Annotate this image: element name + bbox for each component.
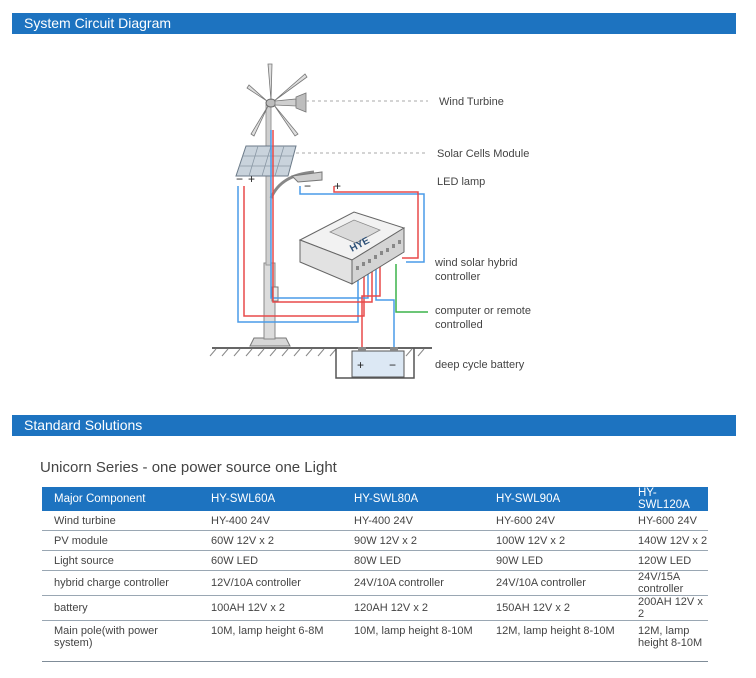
section-header-solutions: Standard Solutions bbox=[12, 415, 736, 436]
label-battery: deep cycle battery bbox=[435, 359, 525, 371]
panel-minus-sign: − bbox=[236, 172, 243, 186]
table-row: Light source 60W LED 80W LED 90W LED 120… bbox=[42, 550, 708, 571]
table-cell: hybrid charge controller bbox=[42, 570, 199, 596]
table-cell: 90W LED bbox=[484, 550, 626, 571]
table-header-row: Major Component HY-SWL60A HY-SWL80A HY-S… bbox=[42, 487, 708, 511]
solutions-table: Major Component HY-SWL60A HY-SWL80A HY-S… bbox=[42, 487, 708, 662]
label-led-lamp: LED lamp bbox=[437, 176, 485, 188]
table-row: PV module 60W 12V x 2 90W 12V x 2 100W 1… bbox=[42, 530, 708, 551]
table-cell: 12M, lamp height 8-10M bbox=[626, 620, 708, 662]
table-cell: HY-400 24V bbox=[342, 511, 484, 531]
label-wind-turbine: Wind Turbine bbox=[439, 96, 504, 108]
header-cell: Major Component bbox=[42, 487, 199, 511]
table-cell: 100W 12V x 2 bbox=[484, 530, 626, 551]
table-cell: 12M, lamp height 8-10M bbox=[484, 620, 626, 662]
table-cell: 60W 12V x 2 bbox=[199, 530, 342, 551]
table-row: hybrid charge controller 12V/10A control… bbox=[42, 570, 708, 596]
table-cell: 200AH 12V x 2 bbox=[626, 595, 708, 621]
lamp-plus-sign: + bbox=[334, 179, 341, 193]
label-solar-module: Solar Cells Module bbox=[437, 148, 529, 160]
header-cell: HY-SWL90A bbox=[484, 487, 626, 511]
panel-plus-sign: + bbox=[248, 172, 255, 186]
table-cell: 24V/15A controller bbox=[626, 570, 708, 596]
wind-turbine bbox=[246, 63, 308, 137]
table-cell: HY-600 24V bbox=[484, 511, 626, 531]
header-cell: HY-SWL60A bbox=[199, 487, 342, 511]
battery-plus-sign: + bbox=[357, 358, 364, 372]
table-cell: 60W LED bbox=[199, 550, 342, 571]
lamp-minus-sign: − bbox=[304, 179, 311, 193]
battery-pit bbox=[335, 348, 415, 379]
label-controller-line2: controller bbox=[435, 271, 481, 283]
label-remote-line1: computer or remote bbox=[435, 305, 531, 317]
table-cell: 120AH 12V x 2 bbox=[342, 595, 484, 621]
table-cell: HY-600 24V bbox=[626, 511, 708, 531]
label-controller-line1: wind solar hybrid bbox=[434, 257, 518, 269]
table-row: battery 100AH 12V x 2 120AH 12V x 2 150A… bbox=[42, 595, 708, 621]
table-cell: Light source bbox=[42, 550, 199, 571]
table-cell: 120W LED bbox=[626, 550, 708, 571]
table-cell: 90W 12V x 2 bbox=[342, 530, 484, 551]
table-cell: 100AH 12V x 2 bbox=[199, 595, 342, 621]
lamp-pole bbox=[249, 104, 291, 347]
battery bbox=[351, 347, 405, 378]
solar-panel bbox=[235, 145, 297, 177]
leader-lines bbox=[296, 100, 428, 154]
table-cell: 12V/10A controller bbox=[199, 570, 342, 596]
table-cell: 24V/10A controller bbox=[484, 570, 626, 596]
hybrid-controller bbox=[298, 211, 406, 285]
wiring bbox=[237, 130, 428, 352]
table-cell: HY-400 24V bbox=[199, 511, 342, 531]
label-remote-line2: controlled bbox=[435, 319, 483, 331]
table-cell: 24V/10A controller bbox=[342, 570, 484, 596]
system-circuit-diagram: HYE + − − + − + Wind Turbine Solar Cells… bbox=[209, 63, 531, 379]
table-cell: battery bbox=[42, 595, 199, 621]
table-cell: 10M, lamp height 8-10M bbox=[342, 620, 484, 662]
section-header-diagram: System Circuit Diagram bbox=[12, 13, 736, 34]
table-cell: Main pole(with power system) bbox=[42, 620, 199, 662]
table-row: Wind turbine HY-400 24V HY-400 24V HY-60… bbox=[42, 511, 708, 531]
header-cell: HY-SWL80A bbox=[342, 487, 484, 511]
table-cell: 10M, lamp height 6-8M bbox=[199, 620, 342, 662]
series-subtitle: Unicorn Series - one power source one Li… bbox=[40, 459, 337, 476]
table-row: Main pole(with power system) 10M, lamp h… bbox=[42, 620, 708, 662]
table-cell: Wind turbine bbox=[42, 511, 199, 531]
battery-minus-sign: − bbox=[389, 358, 396, 372]
table-cell: 140W 12V x 2 bbox=[626, 530, 708, 551]
table-cell: 150AH 12V x 2 bbox=[484, 595, 626, 621]
header-cell: HY-SWL120A bbox=[626, 487, 708, 511]
table-cell: PV module bbox=[42, 530, 199, 551]
table-cell: 80W LED bbox=[342, 550, 484, 571]
